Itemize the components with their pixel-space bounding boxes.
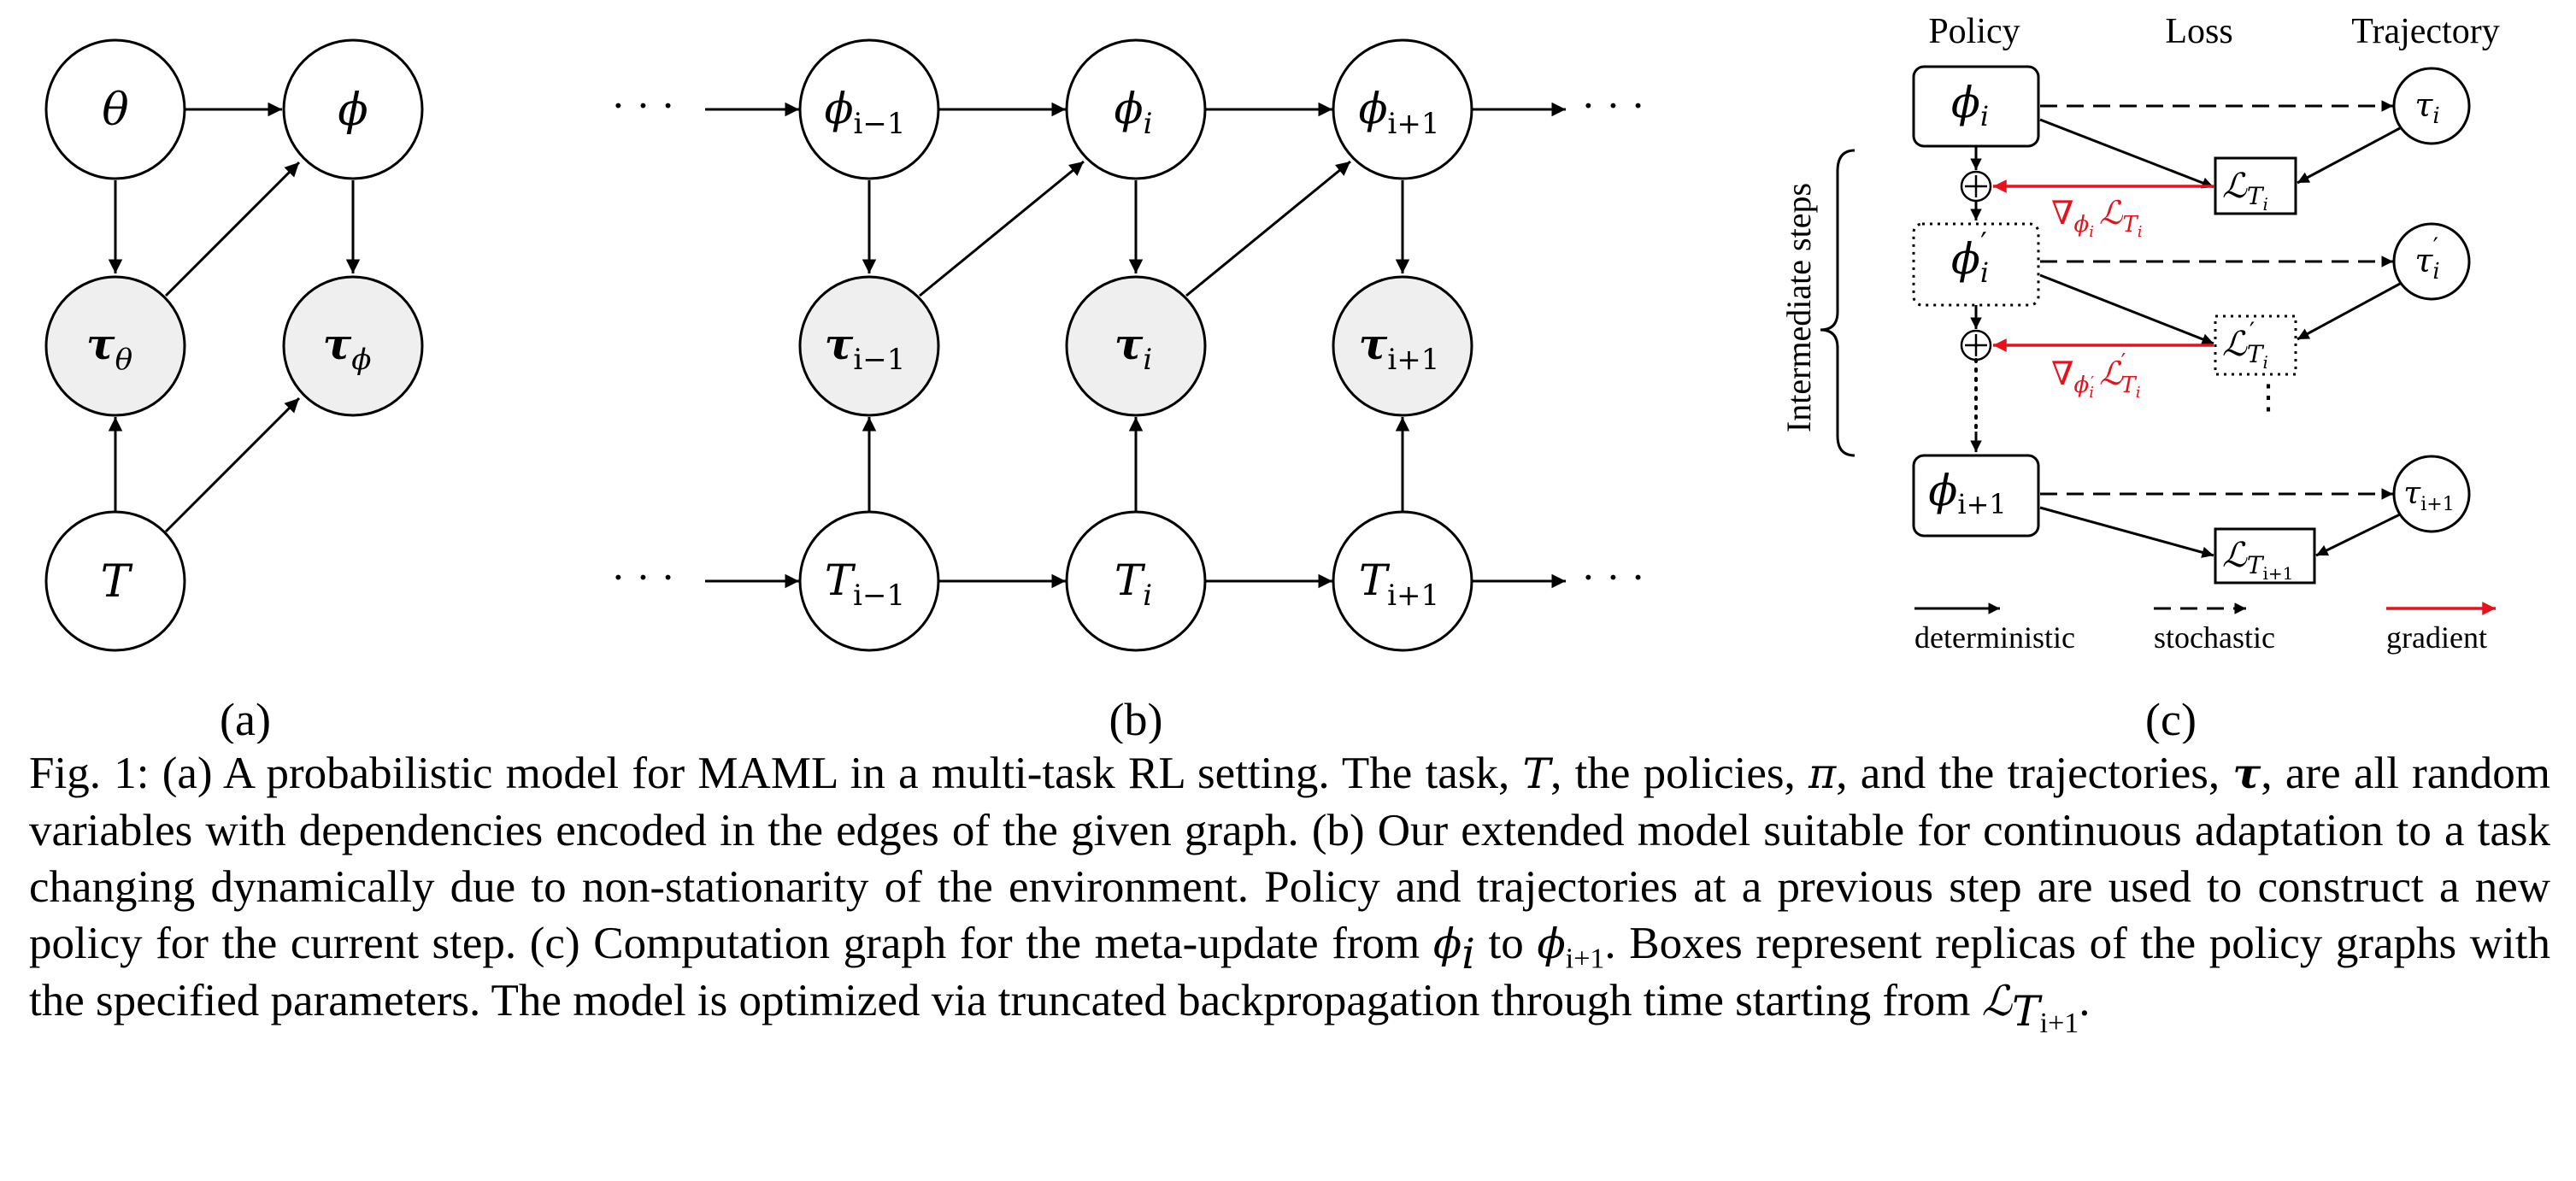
caption-pi: π <box>1808 749 1837 798</box>
ellipsis-top-left: · · · <box>611 81 675 129</box>
header-policy: Policy <box>1928 12 2020 51</box>
edge-phi-i-loss-i <box>2039 118 2214 189</box>
caption-loss-subsub: i+1 <box>2039 1007 2079 1039</box>
phi-i-symbol: ϕi <box>1951 78 1989 132</box>
node-t-next <box>1332 510 1473 652</box>
node-theta <box>44 38 186 180</box>
intermediate-brace <box>1820 149 1856 457</box>
legend-stochastic-label: stochastic <box>2154 620 2275 655</box>
node-tau-next <box>1332 275 1473 417</box>
vdots-loss: ⋮ <box>2251 378 2285 416</box>
node-t-prev <box>798 510 940 652</box>
node-t-cur <box>1065 510 1207 652</box>
t-next-symbol: Ti+1 <box>1359 555 1439 613</box>
panel-b-label: (b) <box>1109 694 1163 743</box>
caption-text-6: . Boxes represent replicas of the policy… <box>29 919 2550 1025</box>
caption-phi-i-sub: i <box>1461 929 1475 978</box>
edge-tautheta-phi <box>164 161 301 297</box>
caption-T: T <box>1522 749 1551 798</box>
node-phi-cur <box>1065 38 1207 180</box>
tau-cur-symbol: τi <box>1115 319 1153 377</box>
caption-tau: τ <box>2232 749 2261 798</box>
box-loss-prime <box>2214 314 2297 376</box>
node-phi-next <box>1332 38 1473 180</box>
edge-tau-prime-loss-prime <box>2297 282 2401 341</box>
loss-next-symbol: ℒTi+1 <box>2222 536 2293 584</box>
ellipsis-bottom-right: · · · <box>1581 553 1645 601</box>
phi-prime-symbol: ϕi′ <box>1951 226 1989 289</box>
figure-caption: Fig. 1: (a) A probabilistic model for MA… <box>29 745 2550 1037</box>
panel-c: Policy Loss Trajectory Intermediate step… <box>1779 12 2500 743</box>
phi-symbol: ϕ <box>338 85 368 136</box>
loss-prime-symbol: ℒTi′ <box>2222 317 2268 373</box>
edge-phi-next-loss-next <box>2039 506 2214 558</box>
tau-i-symbol: τi <box>2414 86 2439 129</box>
phi-cur-symbol: ϕi <box>1115 84 1153 141</box>
node-tau-next-c <box>2392 455 2471 533</box>
t-prev-symbol: Ti−1 <box>825 555 905 613</box>
header-loss: Loss <box>2165 12 2232 51</box>
caption-phi-next-sub: i+1 <box>1565 943 1605 975</box>
edge-tau-i-loss-i <box>2297 126 2401 185</box>
caption-phi-i: ϕ <box>1432 920 1462 968</box>
edge-phi-prime-loss-prime <box>2039 273 2214 345</box>
ellipsis-top-right: · · · <box>1581 81 1645 129</box>
header-trajectory: Trajectory <box>2351 12 2499 51</box>
caption-text-4: , are all random variables with dependen… <box>29 749 2550 968</box>
node-tau-theta <box>44 275 186 417</box>
caption-phi-next: ϕ <box>1537 920 1566 968</box>
phi-next-symbol: ϕi+1 <box>1358 84 1439 141</box>
edge-taucur-phinext <box>1185 160 1351 297</box>
caption-loss-sub: T <box>2011 986 2040 1036</box>
caption-text-2: , the policies, <box>1550 749 1808 798</box>
panel-a: θ ϕ τθ τϕ T (a) <box>44 38 424 743</box>
ellipsis-bottom-left: · · · <box>611 553 675 601</box>
tau-prime-symbol: τi′ <box>2414 232 2439 285</box>
legend-deterministic-label: deterministic <box>1914 620 2075 655</box>
caption-loss: ℒ <box>1981 977 2012 1025</box>
tau-phi-symbol: τϕ <box>323 319 372 377</box>
gradient-label-2: ∇ϕi′ℒ′Ti <box>2051 350 2141 402</box>
edge-T-tauphi <box>164 397 301 533</box>
caption-text-7: . <box>2079 976 2091 1025</box>
phi-prev-symbol: ϕi−1 <box>824 84 905 141</box>
box-phi-prime <box>1912 222 2040 307</box>
loss-i-symbol: ℒTi <box>2222 167 2268 214</box>
box-loss-next <box>2214 527 2316 585</box>
t-cur-symbol: Ti <box>1115 555 1152 613</box>
edge-tauprev-phicur <box>919 160 1085 297</box>
box-loss-i <box>2214 156 2297 215</box>
theta-symbol: θ <box>102 85 128 136</box>
tau-theta-symbol: τθ <box>86 319 132 377</box>
legend-gradient-label: gradient <box>2386 620 2487 655</box>
caption-text-1: (a) A probabilistic model for MAML in a … <box>162 749 1523 798</box>
node-tau-cur <box>1065 275 1207 417</box>
figure-diagram: θ ϕ τθ τϕ T (a) · · · · · · · · · · · · <box>44 12 2500 743</box>
node-task <box>44 510 186 652</box>
caption-text-3: , and the trajectories, <box>1836 749 2233 798</box>
node-phi <box>282 38 424 180</box>
node-tau-prime <box>2392 222 2471 301</box>
intermediate-steps-label: Intermediate steps <box>1779 183 1818 432</box>
node-phi-prev <box>798 38 940 180</box>
node-tau-phi <box>282 275 424 417</box>
caption-fig-label: Fig. 1: <box>29 749 150 798</box>
tau-prev-symbol: τi−1 <box>825 319 906 377</box>
panel-c-label: (c) <box>2145 694 2197 743</box>
gradient-label-1: ∇ϕiℒTi <box>2051 194 2143 241</box>
edge-tau-next-loss-next <box>2315 513 2401 557</box>
task-symbol: T <box>101 556 133 608</box>
box-phi-next <box>1912 454 2040 538</box>
node-tau-prev <box>798 275 940 417</box>
phi-next-symbol-c: ϕi+1 <box>1928 466 2007 520</box>
tau-next-symbol: τi+1 <box>1359 319 1440 377</box>
tau-next-symbol-c: τi+1 <box>2403 476 2454 515</box>
panel-b: · · · · · · · · · · · · ϕi−1 ϕi ϕi+1 τi−… <box>611 38 1645 743</box>
caption-text-5: to <box>1474 919 1538 968</box>
panel-a-label: (a) <box>220 694 271 743</box>
node-tau-i <box>2392 67 2471 145</box>
